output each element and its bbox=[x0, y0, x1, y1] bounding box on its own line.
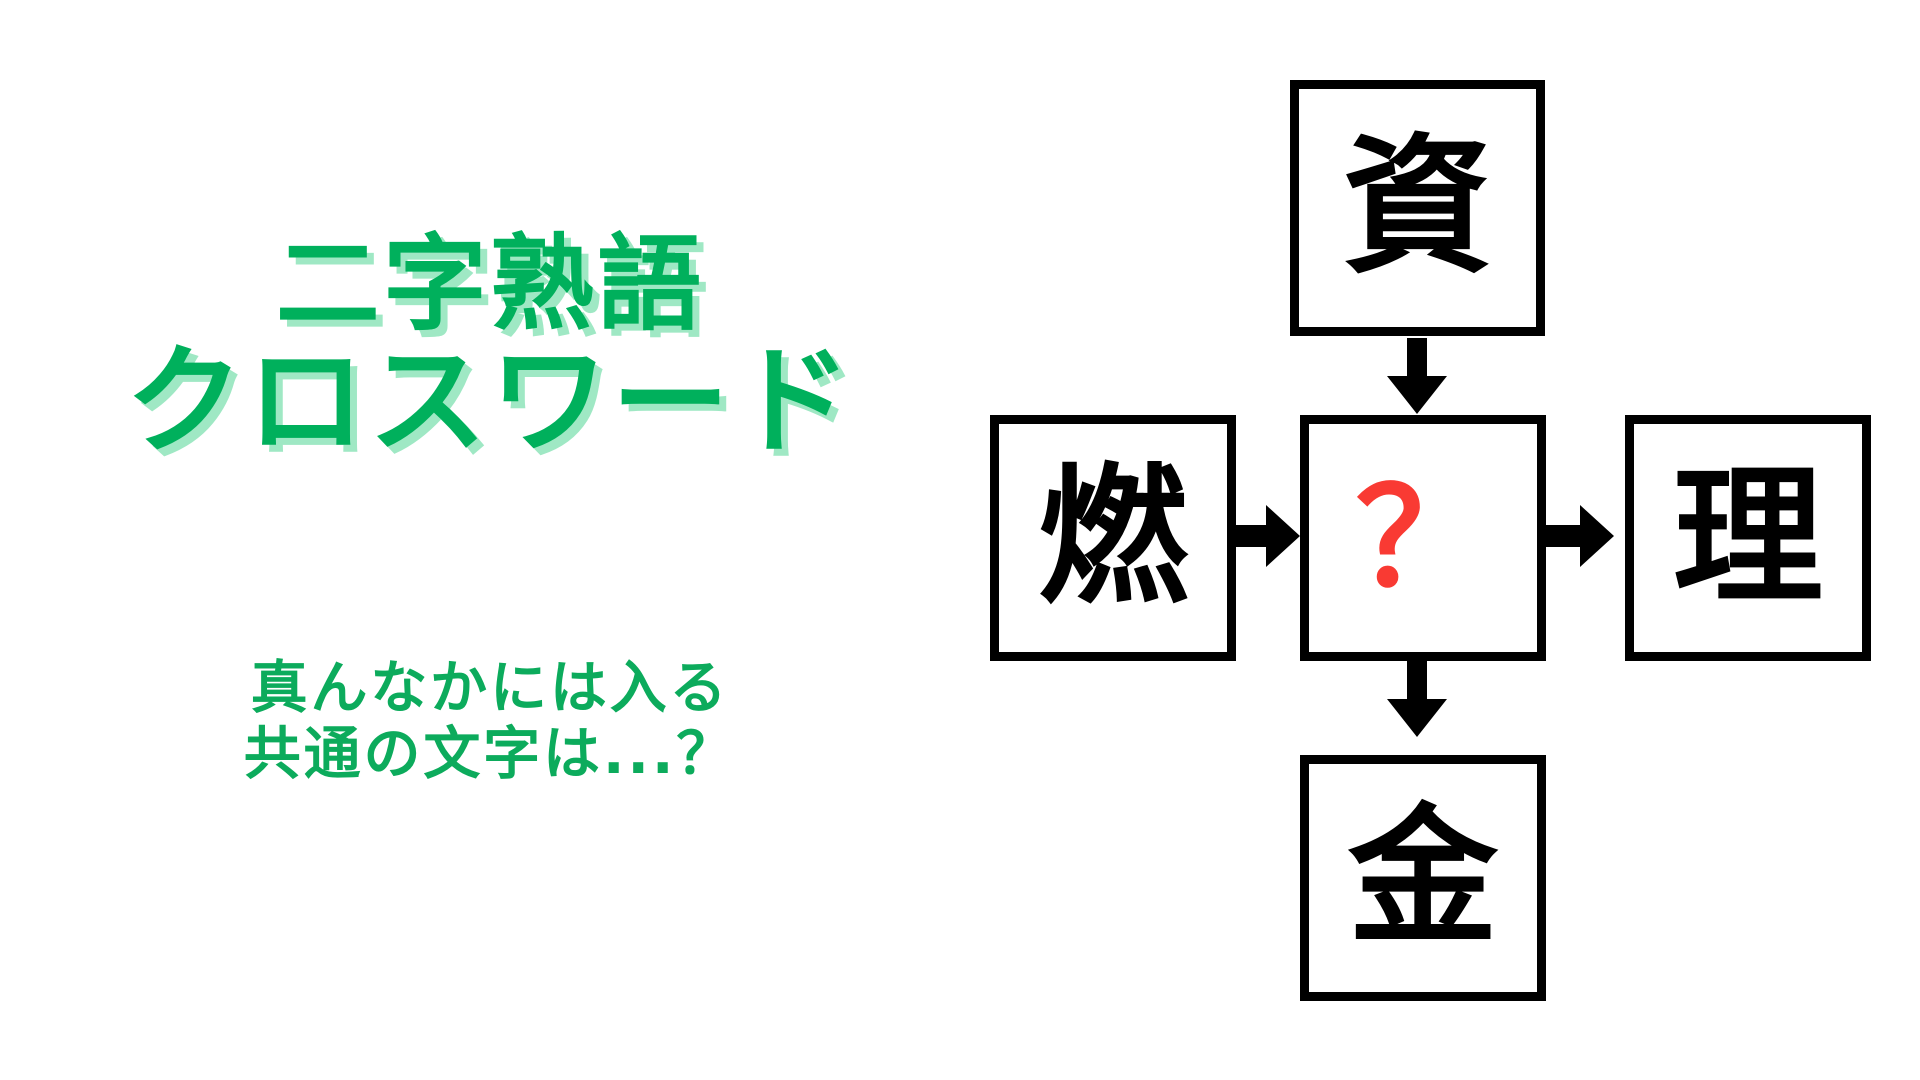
puzzle-cell-top-character: 資 bbox=[1342, 121, 1493, 295]
title-line-2: クロスワード bbox=[125, 332, 855, 471]
puzzle-cell-top: 資 bbox=[1290, 80, 1545, 336]
arrow-down-from-top-icon bbox=[1385, 338, 1449, 416]
puzzle-cell-right-character: 理 bbox=[1672, 451, 1823, 625]
puzzle-cell-bottom: 金 bbox=[1300, 755, 1546, 1001]
puzzle-cell-bottom-character: 金 bbox=[1347, 791, 1498, 965]
subtitle-line-2: 共通の文字は...？ bbox=[243, 721, 737, 788]
arrow-right-to-right-icon bbox=[1546, 503, 1616, 569]
title-block: 二字熟語 クロスワード bbox=[0, 230, 980, 463]
puzzle-cell-right: 理 bbox=[1625, 415, 1871, 661]
title-line-1: 二字熟語 bbox=[275, 223, 705, 345]
crossword-diagram: 資 燃 ？ 理 bbox=[960, 0, 1920, 1080]
subtitle-line-1: 真んなかには入る bbox=[250, 655, 730, 721]
subtitle-block: 真んなかには入る 共通の文字は...？ bbox=[0, 655, 980, 787]
puzzle-cell-center: ？ bbox=[1300, 415, 1546, 661]
puzzle-cell-center-question-mark: ？ bbox=[1355, 459, 1491, 617]
puzzle-cell-left: 燃 bbox=[990, 415, 1236, 661]
arrow-down-to-bottom-icon bbox=[1385, 661, 1449, 739]
puzzle-cell-left-character: 燃 bbox=[1037, 451, 1188, 625]
arrow-right-from-left-icon bbox=[1232, 503, 1302, 569]
